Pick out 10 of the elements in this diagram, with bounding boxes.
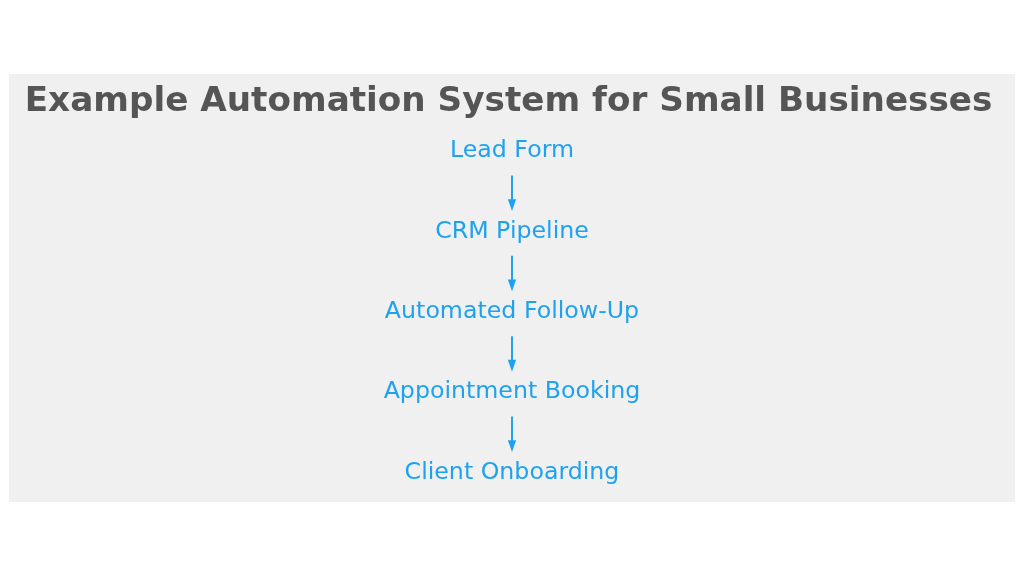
node-text: Appointment Booking [383,376,641,405]
node-text: Automated Follow-Up [384,296,640,325]
arrow [507,415,517,452]
node-text: CRM Pipeline [435,215,589,244]
node-text: Client Onboarding [404,456,620,485]
node-text: Lead Form [449,135,575,164]
arrow [507,335,517,372]
diagram-title: Example Automation System for Small Businesses [24,78,993,119]
arrow [507,254,517,292]
arrow [507,174,517,211]
